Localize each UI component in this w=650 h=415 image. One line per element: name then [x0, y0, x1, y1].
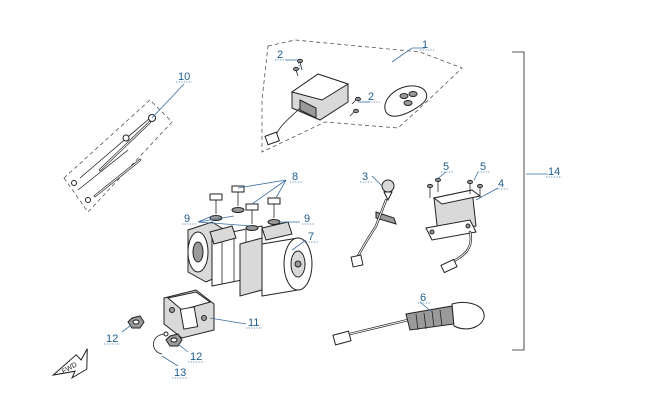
- callout-5-right: 5: [480, 161, 486, 173]
- nut-12-right: [165, 333, 183, 347]
- callout-6: 6: [420, 292, 426, 304]
- callout-8: 8: [292, 171, 298, 183]
- callout-labels: 1 2 2 3 4 5 5 6 7 8 9 9 10 11 12 12 13 1…: [104, 39, 562, 379]
- callout-9-right: 9: [304, 213, 310, 225]
- callout-10: 10: [178, 71, 190, 83]
- cable-set-outline: [63, 99, 173, 213]
- part-3-sensor: [350, 179, 397, 268]
- callout-7: 7: [308, 231, 314, 243]
- callout-2-right: 2: [368, 91, 374, 103]
- contactor-4: [425, 189, 482, 274]
- callout-4: 4: [498, 178, 504, 190]
- remote-key-fob: [384, 85, 428, 117]
- callout-9-left: 9: [184, 213, 190, 225]
- callout-2-top: 2: [277, 49, 283, 61]
- screw-2-top: [293, 58, 303, 77]
- nut-12-left: [127, 315, 145, 329]
- winch-assembly: [187, 221, 313, 297]
- callout-1: 1: [422, 39, 428, 51]
- leader-lines: [121, 47, 548, 367]
- hook-13: [153, 331, 169, 355]
- callout-12-right: 12: [190, 351, 202, 363]
- callout-5-left: 5: [443, 161, 449, 173]
- callout-11: 11: [248, 317, 259, 329]
- remote-kit-group: [261, 39, 463, 153]
- remote-receiver: [264, 73, 350, 146]
- callout-13: 13: [174, 367, 186, 379]
- washers-9: [209, 207, 281, 231]
- screw-2-right: [349, 96, 361, 117]
- callout-12-left: 12: [106, 333, 118, 345]
- fairlead-bracket: [163, 289, 215, 339]
- callout-14: 14: [548, 166, 560, 178]
- callout-3: 3: [362, 171, 368, 183]
- handheld-remote-6: [332, 301, 485, 346]
- group-14-bracket: [512, 51, 525, 351]
- cable-set-group: [63, 99, 173, 213]
- front-direction-marker: FWD: [51, 348, 88, 380]
